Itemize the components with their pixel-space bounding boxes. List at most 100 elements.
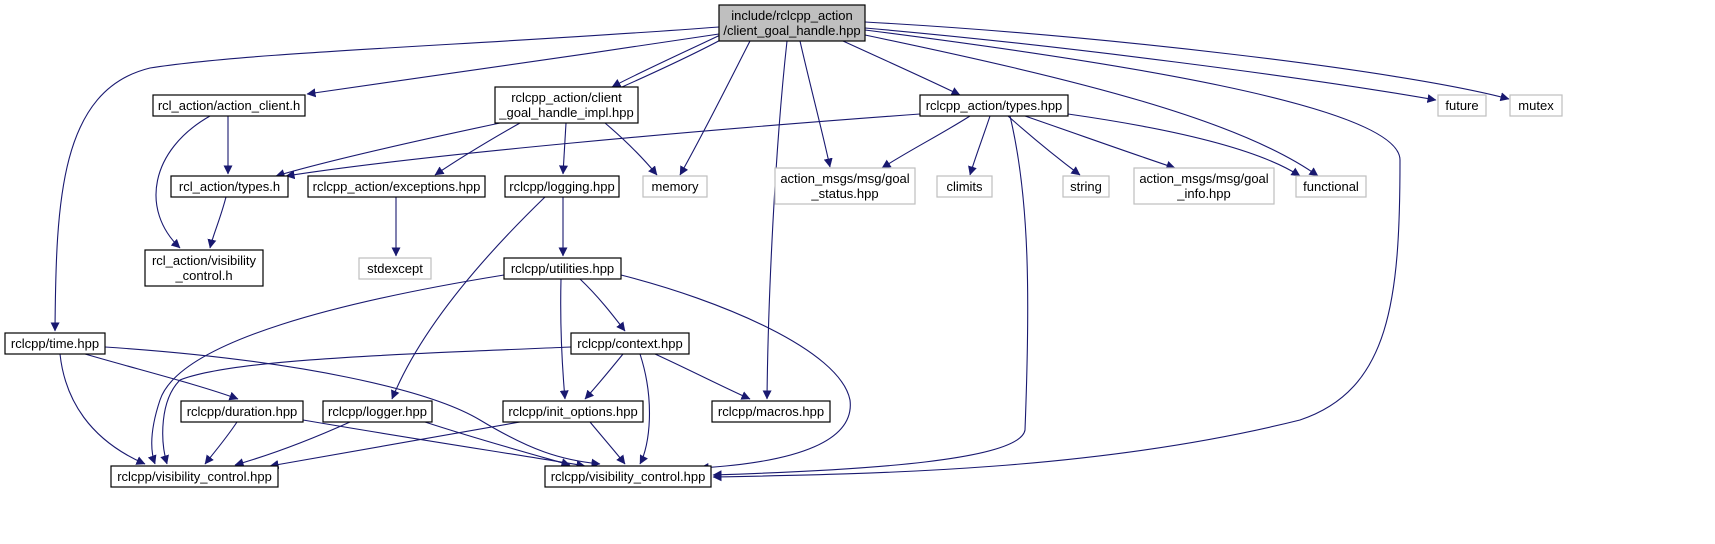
node-box: [1062, 175, 1110, 198]
node-types-hpp[interactable]: rclcpp_action/types.hpp: [919, 94, 1069, 117]
node-label: _control.h: [174, 268, 232, 283]
node-time[interactable]: rclcpp/time.hpp: [4, 332, 106, 355]
node-rcl-types[interactable]: rcl_action/types.h: [170, 175, 289, 198]
edge-logger-to-vis_right: [424, 421, 571, 467]
node-label: include/rclcpp_action: [731, 8, 852, 23]
node-label: rclcpp/duration.hpp: [187, 404, 298, 419]
node-label: mutex: [1518, 98, 1554, 113]
edge-impl-to-exceptions: [434, 122, 521, 176]
node-label: string: [1070, 179, 1102, 194]
node-label: functional: [1303, 179, 1359, 194]
edge-root-to-types_hpp: [842, 40, 961, 96]
node-box: [1509, 94, 1563, 117]
node-logging[interactable]: rclcpp/logging.hpp: [504, 175, 620, 198]
node-box: [718, 4, 866, 42]
node-box: [544, 465, 712, 488]
edge-types_hpp-to-vis_right: [712, 115, 1029, 480]
edge-context-to-macros: [654, 353, 751, 400]
node-label: rclcpp/macros.hpp: [718, 404, 824, 419]
node-box: [110, 465, 279, 488]
node-label: rcl_action/types.h: [179, 179, 280, 194]
node-label: future: [1445, 98, 1478, 113]
node-utilities[interactable]: rclcpp/utilities.hpp: [503, 257, 622, 280]
node-rcl-visibility[interactable]: rcl_action/visibility_control.h: [144, 249, 264, 287]
node-box: [1295, 175, 1367, 198]
edge-root-to-vis_right: [712, 29, 1401, 482]
node-label: rclcpp/time.hpp: [11, 336, 99, 351]
edge-root-to-macros: [762, 40, 788, 400]
node-goal-status: action_msgs/msg/goal_status.hpp: [774, 167, 916, 205]
edge-init_options-to-vis_right: [589, 421, 626, 465]
node-init-options[interactable]: rclcpp/init_options.hpp: [502, 400, 644, 423]
node-string: string: [1062, 175, 1110, 198]
node-box: [322, 400, 433, 423]
node-box: [1133, 167, 1275, 205]
node-label: memory: [652, 179, 699, 194]
node-label: stdexcept: [367, 261, 423, 276]
edge-rcl_types-to-rcl_visibility: [207, 196, 227, 249]
edge-time-to-duration: [84, 353, 239, 401]
edge-context-to-init_options: [584, 353, 624, 400]
node-label: rclcpp/visibility_control.hpp: [551, 469, 706, 484]
node-box: [711, 400, 831, 423]
node-action-client[interactable]: rcl_action/action_client.h: [152, 94, 306, 117]
node-box: [642, 175, 708, 198]
node-label: rclcpp/visibility_control.hpp: [117, 469, 272, 484]
node-label: _info.hpp: [1176, 186, 1231, 201]
node-box: [504, 175, 620, 198]
node-duration[interactable]: rclcpp/duration.hpp: [180, 400, 304, 423]
edge-duration-to-vis_right: [302, 419, 586, 470]
node-label: rclcpp/init_options.hpp: [508, 404, 637, 419]
node-box: [1437, 94, 1487, 117]
edge-time-to-vis_right: [104, 346, 601, 468]
node-box: [358, 257, 432, 280]
node-box: [502, 400, 644, 423]
edge-utilities-to-init_options: [559, 278, 569, 400]
node-layer: include/rclcpp_action/client_goal_handle…: [4, 4, 1563, 488]
node-logger[interactable]: rclcpp/logger.hpp: [322, 400, 433, 423]
node-box: [307, 175, 486, 198]
node-mutex: mutex: [1509, 94, 1563, 117]
node-label: _goal_handle_impl.hpp: [498, 105, 633, 120]
node-box: [144, 249, 264, 287]
edge-types_hpp-to-goal_status: [881, 115, 971, 169]
node-box: [494, 86, 639, 124]
node-box: [919, 94, 1069, 117]
node-vis-right[interactable]: rclcpp/visibility_control.hpp: [544, 465, 712, 488]
edge-duration-to-vis_left: [204, 421, 238, 465]
node-goal-info: action_msgs/msg/goal_info.hpp: [1133, 167, 1275, 205]
edge-types_hpp-to-goal_info: [1024, 115, 1176, 170]
edge-layer: [50, 21, 1510, 482]
edge-root-to-goal_status: [799, 40, 833, 168]
node-exceptions[interactable]: rclcpp_action/exceptions.hpp: [307, 175, 486, 198]
node-label: /client_goal_handle.hpp: [723, 23, 860, 38]
node-box: [503, 257, 622, 280]
node-box: [570, 332, 690, 355]
node-macros[interactable]: rclcpp/macros.hpp: [711, 400, 831, 423]
edge-root-to-action_client: [306, 33, 720, 98]
node-vis-left[interactable]: rclcpp/visibility_control.hpp: [110, 465, 279, 488]
edge-utilities-to-vis_right: [620, 274, 851, 472]
edge-impl-to-rcl_types: [275, 122, 501, 178]
edge-types_hpp-to-rcl_types: [285, 113, 921, 180]
node-label: rclcpp_action/exceptions.hpp: [313, 179, 481, 194]
node-climits: climits: [936, 175, 993, 198]
node-context[interactable]: rclcpp/context.hpp: [570, 332, 690, 355]
node-box: [774, 167, 916, 205]
node-impl[interactable]: rclcpp_action/client_goal_handle_impl.hp…: [494, 86, 639, 124]
node-future: future: [1437, 94, 1487, 117]
edge-time-to-vis_left: [59, 353, 146, 465]
edge-root-to-memory: [679, 40, 751, 176]
edge-root-to-time: [50, 26, 720, 332]
edge-types_hpp-to-climits: [968, 115, 991, 176]
node-memory: memory: [642, 175, 708, 198]
edge-root-to-functional: [864, 34, 1319, 177]
edge-root-to-mutex: [864, 21, 1510, 102]
edge-context-to-vis_left: [160, 346, 572, 465]
node-label: rclcpp/logging.hpp: [509, 179, 615, 194]
node-label: climits: [946, 179, 983, 194]
edge-utilities-to-vis_left: [147, 274, 505, 465]
node-label: rclcpp/context.hpp: [577, 336, 683, 351]
node-root[interactable]: include/rclcpp_action/client_goal_handle…: [718, 4, 866, 42]
